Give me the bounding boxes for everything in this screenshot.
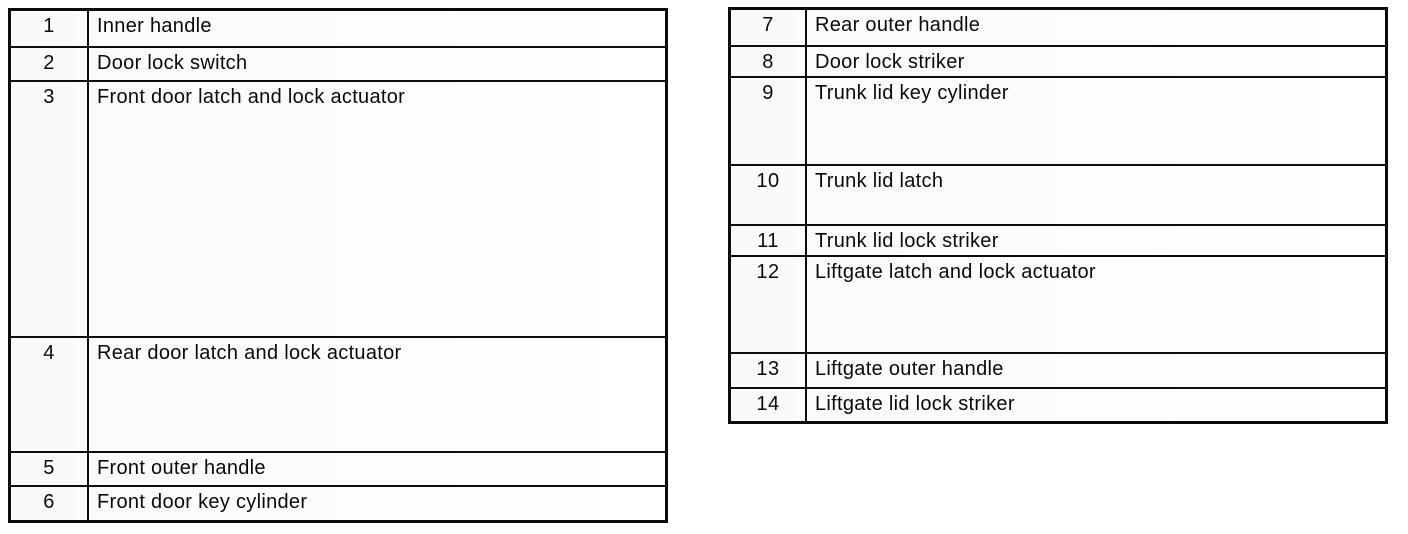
row-number-cell: 5 <box>11 452 89 486</box>
row-number-cell: 12 <box>731 257 807 352</box>
row-number-cell: 6 <box>11 487 89 520</box>
row-number-cell: 10 <box>731 165 807 224</box>
row-label-cell: Rear door latch and lock actuator <box>97 342 402 365</box>
row-number-cell: 2 <box>11 47 89 81</box>
row-number-cell: 4 <box>11 338 89 451</box>
row-number-cell: 7 <box>731 10 807 46</box>
row-number-cell: 11 <box>731 225 807 256</box>
table-row: 11 Trunk lid lock striker <box>731 223 1385 256</box>
row-label-cell: Liftgate latch and lock actuator <box>815 261 1096 284</box>
table-row: 9 Trunk lid key cylinder <box>731 76 1385 164</box>
row-number-cell: 1 <box>11 11 89 46</box>
table-row: 8 Door lock striker <box>731 45 1385 77</box>
row-number-cell: 13 <box>731 353 807 387</box>
table-row: 6 Front door key cylinder <box>11 485 665 520</box>
table-row: 7 Rear outer handle <box>731 10 1385 46</box>
row-label-cell: Front door key cylinder <box>97 491 308 514</box>
row-label-cell: Door lock switch <box>97 51 248 74</box>
row-label-cell: Liftgate outer handle <box>815 357 1004 380</box>
table-row: 4 Rear door latch and lock actuator <box>11 336 665 451</box>
table-row: 2 Door lock switch <box>11 45 665 81</box>
row-label-cell: Trunk lid lock striker <box>815 229 999 252</box>
table-row: 1 Inner handle <box>11 11 665 46</box>
table-row: 12 Liftgate latch and lock actuator <box>731 255 1385 352</box>
row-label-cell: Trunk lid key cylinder <box>815 82 1009 105</box>
row-label-cell: Inner handle <box>97 15 212 37</box>
row-label-cell: Liftgate lid lock striker <box>815 392 1015 415</box>
row-label-cell: Door lock striker <box>815 51 965 74</box>
row-number-cell: 9 <box>731 78 807 164</box>
row-number-cell: 14 <box>731 388 807 422</box>
row-label-cell: Rear outer handle <box>815 14 981 36</box>
row-label-cell: Trunk lid latch <box>815 169 944 192</box>
row-label-cell: Front outer handle <box>97 456 266 479</box>
table-row: 14 Liftgate lid lock striker <box>731 386 1385 422</box>
table-row: 3 Front door latch and lock actuator <box>11 80 665 337</box>
row-number-cell: 3 <box>11 82 89 337</box>
table-row: 10 Trunk lid latch <box>731 163 1385 224</box>
table-row: 5 Front outer handle <box>11 450 665 486</box>
row-label-cell: Front door latch and lock actuator <box>97 86 406 109</box>
table-row: 13 Liftgate outer handle <box>731 351 1385 387</box>
row-number-cell: 8 <box>731 47 807 77</box>
